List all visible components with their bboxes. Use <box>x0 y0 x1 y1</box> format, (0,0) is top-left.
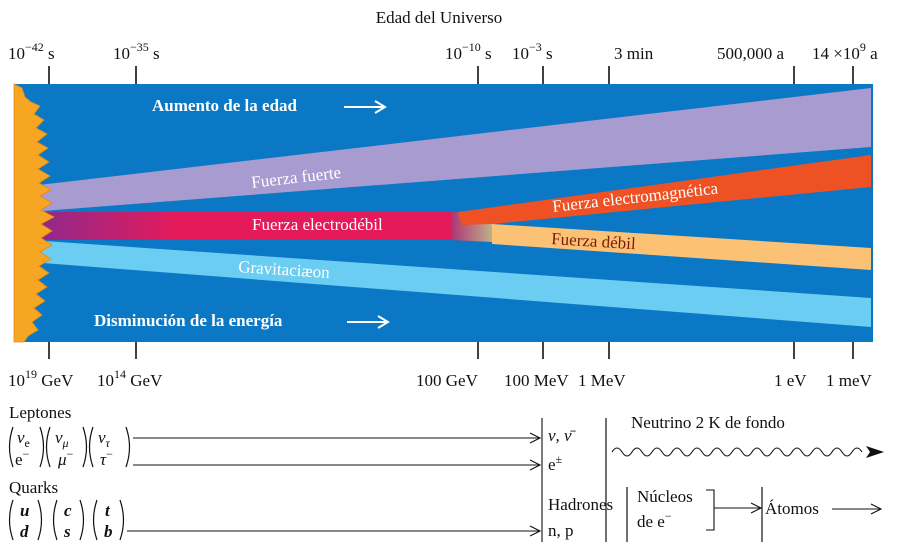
strong-force-band <box>30 88 871 212</box>
quark-c: c <box>64 501 72 520</box>
bottom-tick-label-0: 1019 GeV <box>8 367 74 390</box>
lepton-mu: μ− <box>57 447 74 469</box>
hadrones-label: Hadrones <box>548 495 613 514</box>
quarks-label: Quarks <box>9 478 58 497</box>
np-label: n, p <box>548 521 574 540</box>
age-arrow-label: Aumento de la edad <box>152 96 298 115</box>
nu-nubar-label: ν, ν̄ <box>548 426 577 445</box>
quark-s: s <box>63 522 71 541</box>
region-dividers <box>605 418 763 542</box>
gravity-band <box>30 240 871 327</box>
quark-b: b <box>104 522 113 541</box>
de-e-label: de e− <box>637 509 672 531</box>
top-tick-label-3: 10−3 s <box>512 40 553 63</box>
lepton-e: e− <box>15 447 30 469</box>
top-tick-label-4: 3 min <box>614 44 654 63</box>
top-tick-label-1: 10−35 s <box>113 40 160 63</box>
energy-arrow-icon <box>347 315 390 329</box>
bottom-axis-labels: 1019 GeV 1014 GeV 100 GeV 100 MeV 1 MeV … <box>8 367 873 390</box>
bottom-tick-label-2: 100 GeV <box>416 371 479 390</box>
electromagnetic-band <box>458 155 871 225</box>
quark-d: d <box>20 522 29 541</box>
energy-arrow-label: Disminución de la energía <box>94 311 283 330</box>
atomos-arrow-icon <box>832 503 883 515</box>
bottom-tick-label-3: 100 MeV <box>504 371 569 390</box>
neutrino-arrow-head <box>866 446 884 458</box>
quark-doublets <box>8 499 125 541</box>
nucleos-bracket <box>706 489 763 531</box>
neutrino-wave <box>611 447 863 457</box>
electroweak-label: Fuerza electrodébil <box>252 215 383 234</box>
diagram-title: Edad del Universo <box>376 8 503 27</box>
top-axis-ticks <box>48 66 854 84</box>
bottom-tick-label-4: 1 MeV <box>578 371 626 390</box>
top-tick-label-5: 500,000 a <box>717 44 785 63</box>
top-tick-label-6: 14 ×109 a <box>812 40 878 63</box>
lepton-nu-mu: νμ <box>55 428 69 450</box>
top-tick-label-0: 10−42 s <box>8 40 55 63</box>
bottom-tick-label-6: 1 meV <box>826 371 873 390</box>
nucleos-label: Núcleos <box>637 487 693 506</box>
quark-t: t <box>105 501 111 520</box>
bottom-tick-label-1: 1014 GeV <box>97 367 163 390</box>
big-bang-flash <box>13 83 55 343</box>
bottom-axis-ticks <box>48 342 854 359</box>
top-axis-labels: 10−42 s 10−35 s 10−10 s 10−3 s 3 min 500… <box>8 40 878 63</box>
leptons-label: Leptones <box>9 403 71 422</box>
age-arrow-icon <box>344 100 387 114</box>
lepton-nu-tau: ντ <box>98 428 111 450</box>
electroweak-band <box>30 212 452 240</box>
lepton-doublets <box>8 426 131 468</box>
lepton-tau: τ− <box>100 447 113 469</box>
particle-arrows <box>127 418 543 542</box>
top-tick-label-2: 10−10 s <box>445 40 492 63</box>
e-pm-label: e± <box>548 452 563 474</box>
neutrino-background-label: Neutrino 2 K de fondo <box>631 413 785 432</box>
weak-force-band <box>492 224 871 270</box>
bottom-tick-label-5: 1 eV <box>774 371 807 390</box>
atomos-label: Átomos <box>765 499 819 518</box>
quark-u: u <box>20 501 29 520</box>
lepton-nu-e: νe <box>17 428 30 450</box>
